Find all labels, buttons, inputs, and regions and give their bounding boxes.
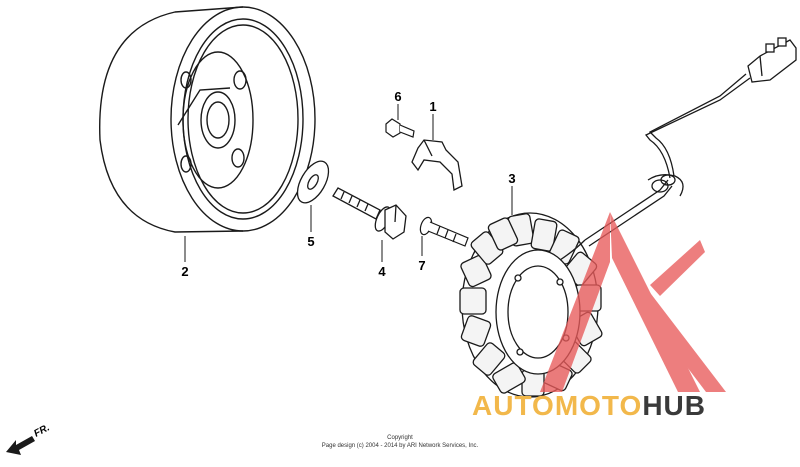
callout-2: 2 bbox=[181, 264, 188, 279]
callout-6: 6 bbox=[394, 89, 401, 104]
watermark-part-a: AUTOMOTO bbox=[472, 390, 642, 421]
flange-bolt bbox=[332, 187, 407, 240]
screw bbox=[419, 216, 469, 247]
arrow-icon bbox=[6, 436, 35, 455]
triangle-logo-icon bbox=[540, 212, 726, 392]
leader-lines bbox=[184, 104, 513, 262]
callout-1: 1 bbox=[429, 99, 436, 114]
direction-marker: FR. bbox=[6, 422, 52, 455]
small-bolt bbox=[385, 118, 415, 138]
washer bbox=[296, 160, 330, 204]
direction-label: FR. bbox=[32, 422, 51, 439]
callout-4: 4 bbox=[378, 264, 386, 279]
watermark-part-b: HUB bbox=[642, 390, 706, 421]
callout-3: 3 bbox=[508, 171, 515, 186]
flywheel bbox=[99, 6, 316, 233]
wire-clamp bbox=[411, 139, 463, 191]
svg-text:AUTOMOTOHUB: AUTOMOTOHUB bbox=[472, 390, 706, 421]
callout-7: 7 bbox=[418, 258, 425, 273]
watermark-logo: AUTOMOTOHUB bbox=[472, 212, 726, 421]
copyright-title: Copyright bbox=[387, 435, 413, 441]
callout-5: 5 bbox=[307, 234, 314, 249]
connector bbox=[747, 37, 797, 83]
copyright-text: Page design (c) 2004 - 2014 by ARI Netwo… bbox=[322, 443, 479, 449]
